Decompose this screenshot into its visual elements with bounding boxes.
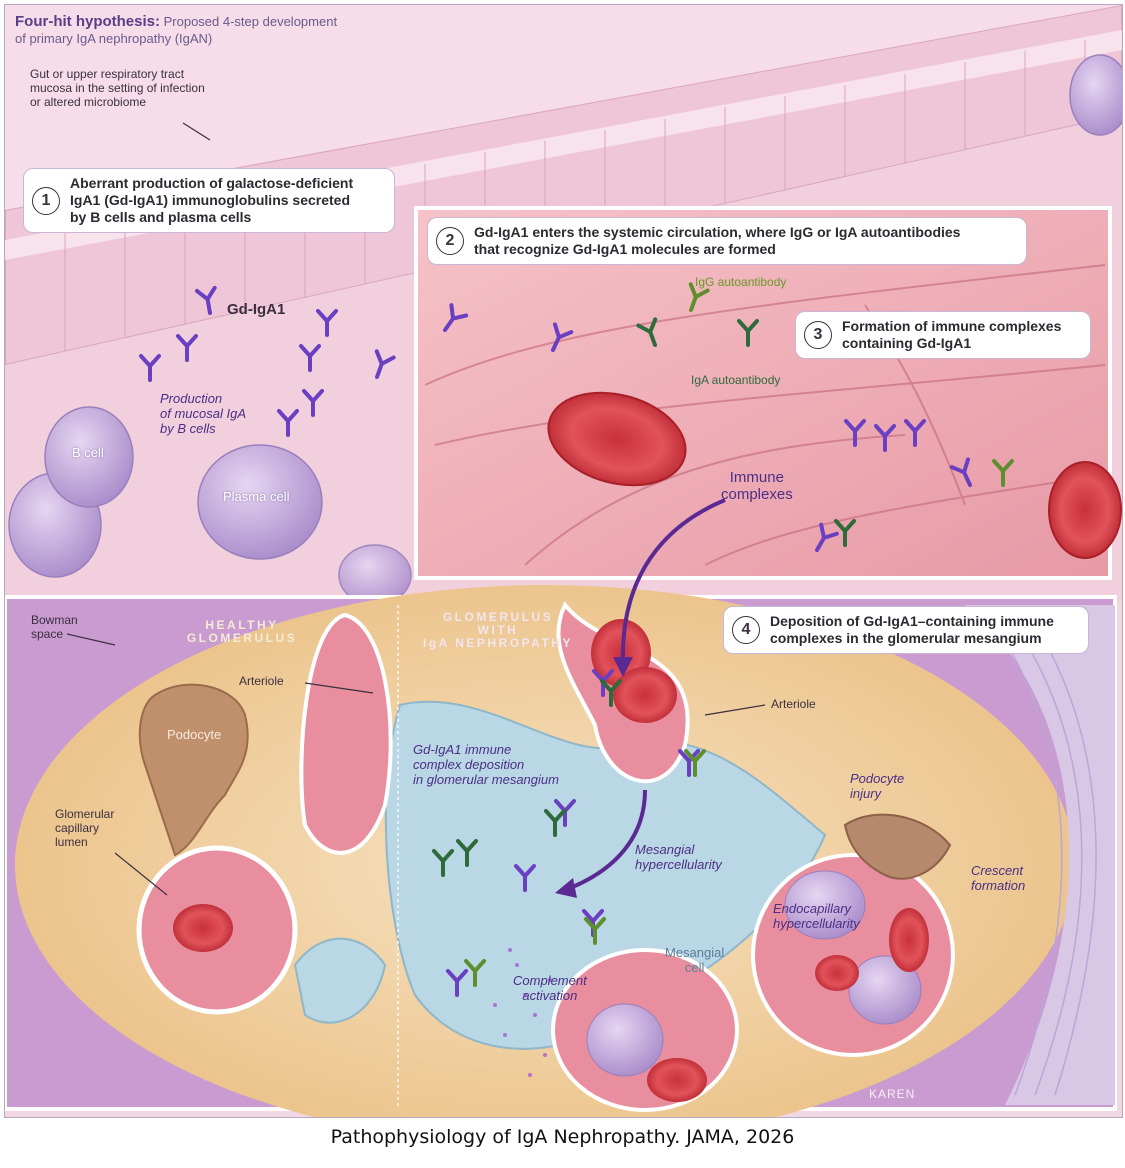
mucosa-line-3: or altered microbiome bbox=[30, 95, 147, 109]
mesangial-hypercellularity-label: Mesangial hypercellularity bbox=[635, 842, 722, 872]
capillary-line-3: lumen bbox=[55, 835, 88, 849]
production-line-1: Production bbox=[160, 391, 223, 406]
title-line2: of primary IgA nephropathy (IgAN) bbox=[15, 31, 213, 46]
mucosa-label: Gut or upper respiratory tract mucosa in… bbox=[30, 67, 205, 109]
arteriole-left-label: Arteriole bbox=[239, 674, 284, 688]
iga-autoantibody-label: IgA autoantibody bbox=[691, 373, 781, 387]
endocapillary-label: Endocapillary hypercellularity bbox=[773, 901, 860, 931]
mucosa-line-1: Gut or upper respiratory tract bbox=[30, 67, 185, 81]
bowman-space-label: Bowman space bbox=[31, 613, 78, 641]
complement-activation-label: Complement activation bbox=[513, 973, 587, 1003]
complement-line-1: Complement bbox=[513, 973, 587, 988]
podocyte-injury-line-1: Podocyte bbox=[850, 771, 905, 786]
step-1-number: 1 bbox=[32, 186, 60, 215]
crescent-line-1: Crescent bbox=[971, 863, 1024, 878]
deposition-line-3: in glomerular mesangium bbox=[413, 772, 559, 787]
immune-complexes-line-1: Immune bbox=[729, 469, 784, 486]
endocapillary-line-2: hypercellularity bbox=[773, 916, 860, 931]
plasma-cell-label: Plasma cell bbox=[223, 489, 290, 504]
step-2-callout: 2 Gd-IgA1 enters the systemic circulatio… bbox=[427, 217, 1027, 265]
capillary-lumen-label: Glomerular capillary lumen bbox=[55, 807, 114, 849]
step-2-line-1: Gd-IgA1 enters the systemic circulation,… bbox=[474, 224, 961, 240]
step-4-number: 4 bbox=[732, 616, 760, 644]
step-1-line-3: by B cells and plasma cells bbox=[70, 209, 252, 225]
mesangial-cell-label: Mesangial cell bbox=[665, 945, 724, 975]
gd-iga1-label: Gd-IgA1 bbox=[227, 301, 286, 318]
capillary-line-2: capillary bbox=[55, 821, 100, 835]
healthy-line-1: HEALTHY bbox=[205, 618, 279, 632]
step-2-number: 2 bbox=[436, 227, 464, 255]
crescent-line-2: formation bbox=[971, 878, 1026, 893]
step-4-callout: 4 Deposition of Gd-IgA1–containing immun… bbox=[723, 606, 1089, 654]
complement-line-2: activation bbox=[522, 988, 578, 1003]
arteriole-right-label: Arteriole bbox=[771, 697, 816, 711]
artist-signature: KAREN bbox=[869, 1087, 916, 1101]
step-3-callout: 3 Formation of immune complexes containi… bbox=[795, 311, 1091, 359]
iga-glom-line-3: IgA NEPHROPATHY bbox=[423, 636, 573, 650]
step-4-line-2: complexes in the glomerular mesangium bbox=[770, 630, 1042, 646]
igg-autoantibody-label: IgG autoantibody bbox=[695, 275, 787, 289]
step-1-callout: 1 Aberrant production of galactose-defic… bbox=[23, 168, 395, 233]
bowman-line-1: Bowman bbox=[31, 613, 78, 627]
deposition-line-1: Gd-IgA1 immune bbox=[413, 742, 512, 757]
iga-glomerulus-heading: GLOMERULUS WITH IgA NEPHROPATHY bbox=[423, 611, 573, 650]
step-3-number: 3 bbox=[804, 321, 832, 349]
endocapillary-line-1: Endocapillary bbox=[773, 901, 852, 916]
iga-glom-line-1: GLOMERULUS bbox=[442, 610, 554, 624]
mesangial-cell-line-2: cell bbox=[684, 960, 705, 975]
immune-complexes-line-2: complexes bbox=[721, 486, 793, 503]
step-2-line-2: that recognize Gd-IgA1 molecules are for… bbox=[474, 241, 776, 257]
podocyte-injury-label: Podocyte injury bbox=[850, 771, 904, 801]
figure-title: Four-hit hypothesis: Proposed 4-step dev… bbox=[15, 13, 337, 47]
mesangial-hyper-line-2: hypercellularity bbox=[635, 857, 722, 872]
podocyte-label: Podocyte bbox=[167, 727, 222, 742]
b-cell-label: B cell bbox=[72, 445, 104, 460]
immune-complexes-label: Immune complexes bbox=[721, 469, 793, 503]
step-3-line-2: containing Gd-IgA1 bbox=[842, 335, 972, 351]
production-line-2: of mucosal IgA bbox=[160, 406, 246, 421]
healthy-line-2: GLOMERULUS bbox=[186, 631, 298, 645]
iga-glom-line-2: WITH bbox=[477, 623, 519, 637]
step-3-line-1: Formation of immune complexes bbox=[842, 318, 1062, 334]
capillary-line-1: Glomerular bbox=[55, 807, 115, 821]
title-bold: Four-hit hypothesis: bbox=[15, 13, 160, 30]
healthy-glomerulus-heading: HEALTHY GLOMERULUS bbox=[177, 619, 307, 645]
step-4-line-1: Deposition of Gd-IgA1–containing immune bbox=[770, 613, 1054, 629]
crescent-formation-label: Crescent formation bbox=[971, 863, 1025, 893]
deposition-label: Gd-IgA1 immune complex deposition in glo… bbox=[413, 742, 559, 787]
deposition-line-2: complex deposition bbox=[413, 757, 525, 772]
step-1-line-1: Aberrant production of galactose-deficie… bbox=[70, 175, 354, 191]
title-rest: Proposed 4-step development bbox=[160, 14, 338, 29]
figure-panel: Four-hit hypothesis: Proposed 4-step dev… bbox=[4, 4, 1123, 1118]
mucosa-line-2: mucosa in the setting of infection bbox=[30, 81, 205, 95]
figure-caption: Pathophysiology of IgA Nephropathy. JAMA… bbox=[330, 1126, 795, 1148]
bowman-line-2: space bbox=[31, 627, 64, 641]
production-line-3: by B cells bbox=[160, 421, 216, 436]
podocyte-injury-line-2: injury bbox=[850, 786, 882, 801]
production-label: Production of mucosal IgA by B cells bbox=[160, 391, 246, 436]
mesangial-hyper-line-1: Mesangial bbox=[635, 842, 695, 857]
mesangial-cell-line-1: Mesangial bbox=[665, 945, 725, 960]
step-1-line-2: IgA1 (Gd-IgA1) immunoglobulins secreted bbox=[70, 192, 351, 208]
